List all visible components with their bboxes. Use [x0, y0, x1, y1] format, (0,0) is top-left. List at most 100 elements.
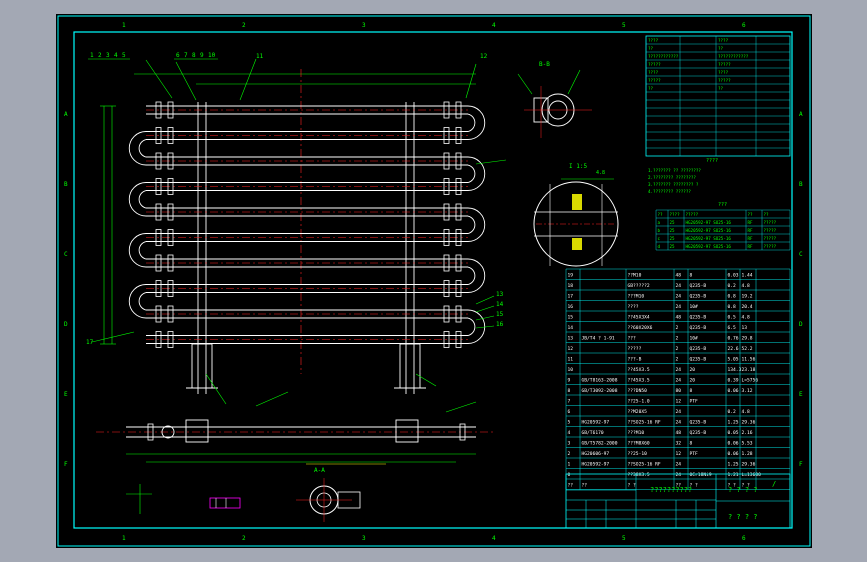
parts-cell: 5.53 [742, 441, 753, 447]
parts-cell: 1.25 [728, 462, 739, 468]
parts-cell: ? ? [742, 483, 751, 489]
parts-cell: 2 [676, 357, 679, 363]
parts-cell: 134.3 [728, 367, 742, 373]
balloon-6: 6 [176, 52, 180, 59]
nozzle-cell: HG20592-97 SO25-16 [686, 236, 732, 241]
balloon-9: 9 [200, 52, 204, 59]
parts-cell: ????? [628, 346, 642, 352]
parts-cell: ??38X3.5 [628, 472, 650, 478]
balloon-15: 15 [496, 311, 504, 318]
parts-cell: ??25-1.0 [628, 399, 650, 405]
parts-cell: 6 [568, 409, 571, 415]
parts-cell: 5 [568, 420, 571, 426]
parts-cell: 24 [676, 420, 682, 426]
balloon-5: 5 [122, 52, 126, 59]
nozzle-cell: ????? [764, 244, 777, 249]
parts-cell: 20 [690, 367, 696, 373]
note-3: 3.??????? ???????? ? [648, 182, 699, 187]
nozzle-cell: HG20592-97 SO25-16 [686, 220, 732, 225]
parts-cell: 0.03 [728, 273, 739, 279]
zone-row-d: D [64, 321, 68, 328]
parts-cell: 2 [676, 336, 679, 342]
technical-spec-table: ????????????????????????????????????????… [645, 35, 791, 194]
title-block: ?????????? ? ? ? ? ? ? ? ? / [565, 473, 791, 529]
tech-row-text-right: ???? [718, 38, 729, 43]
section-aa-label: A-A [314, 467, 325, 474]
parts-cell: 19.2 [742, 294, 753, 300]
nozzle-cell: HG20592-97 SO25-16 [686, 244, 732, 249]
parts-cell: ??SO25-16 RF [628, 420, 661, 426]
balloon-13: 13 [496, 291, 504, 298]
title-mark: / [772, 480, 776, 488]
parts-cell: 24 [676, 283, 682, 289]
parts-cell: Q235-B [690, 283, 707, 289]
note-2: 2.???????? ???????? [648, 175, 696, 180]
parts-cell: ?? [582, 483, 588, 489]
balloon-7: 7 [184, 52, 188, 59]
tech-row-text-right: ????? [718, 78, 731, 83]
parts-cell: 0.76 [728, 336, 739, 342]
parts-cell: L=5756 [742, 378, 759, 384]
notes-title: ???? [706, 158, 718, 164]
parts-cell: 0 [568, 472, 571, 478]
parts-cell: ??60X20X6 [628, 325, 653, 331]
tech-row-text: ????? [648, 78, 661, 83]
parts-cell: 48 [676, 315, 682, 321]
balloon-17: 17 [86, 339, 94, 346]
parts-cell: 48 [676, 273, 682, 279]
parts-cell: ??45X3.5 [628, 378, 650, 384]
parts-cell: 17 [568, 294, 574, 300]
zone-row-e-r: E [799, 391, 803, 398]
main-elevation-view: 1 2 3 4 5 6 7 8 9 10 11 12 13 14 15 16 1… [86, 52, 507, 405]
parts-cell: 12 [568, 346, 574, 352]
parts-cell: 0.06 [728, 451, 739, 457]
tech-row-text-right: ???????????? [718, 54, 749, 59]
balloon-14: 14 [496, 301, 504, 308]
parts-cell: 1.44 [742, 273, 753, 279]
parts-cell: 13 [568, 336, 574, 342]
zone-row-f-r: F [799, 461, 803, 468]
parts-cell: ???M10 [628, 430, 645, 436]
parts-cell: 6.5 [728, 325, 737, 331]
parts-cell: Q235-B [690, 346, 707, 352]
zone-labels-bottom: 1 2 3 4 5 6 [122, 535, 746, 542]
parts-cell: 4.8 [742, 315, 751, 321]
nozzle-cell: 25 [670, 236, 676, 241]
zone-col-b6: 6 [742, 535, 746, 542]
zone-col-2: 2 [242, 22, 246, 29]
detail-dim: 4.8 [596, 170, 605, 176]
balloon-2: 2 [98, 52, 102, 59]
parts-cell: HG20592-97 [582, 462, 610, 468]
tube-row [146, 152, 486, 191]
tech-row-text: ????? [648, 62, 661, 67]
parts-cell: 80 [676, 388, 682, 394]
drawing-name: ?????????? [650, 486, 692, 494]
parts-cell: 4.8 [742, 409, 751, 415]
detail-i-view: I 1:5 4.8 [533, 163, 619, 267]
parts-cell: 52.2 [742, 346, 753, 352]
nozzle-cell: ???? [670, 212, 681, 217]
tech-row-text: ???????????? [648, 54, 679, 59]
nozzle-table-title: ??? [718, 202, 727, 208]
nozzle-cell: HG20592-97 SO25-16 [686, 228, 732, 233]
parts-cell: 16 [568, 304, 574, 310]
parts-cell: PTF [690, 399, 699, 405]
parts-cell: 24 [676, 294, 682, 300]
tech-row-text: ???? [648, 38, 659, 43]
nozzle-cell: a [658, 220, 661, 225]
tube-row [146, 331, 468, 348]
zone-labels-top: 1 2 3 4 5 6 [122, 22, 746, 29]
parts-cell: Q235-B [690, 315, 707, 321]
parts-cell: PTF [690, 451, 699, 457]
zone-row-a: A [64, 111, 68, 118]
parts-cell: ??45X3X4 [628, 315, 650, 321]
zone-col-6: 6 [742, 22, 746, 29]
parts-cell: ???? [628, 304, 639, 310]
nozzle-cell: ?? [764, 212, 770, 217]
parts-cell: 19 [568, 273, 574, 279]
parts-cell: JB/T4 ? 1-91 [582, 336, 615, 342]
parts-cell: 0.8 [728, 304, 737, 310]
nozzle-cell: ?? [658, 212, 664, 217]
inner-frame [73, 31, 793, 529]
